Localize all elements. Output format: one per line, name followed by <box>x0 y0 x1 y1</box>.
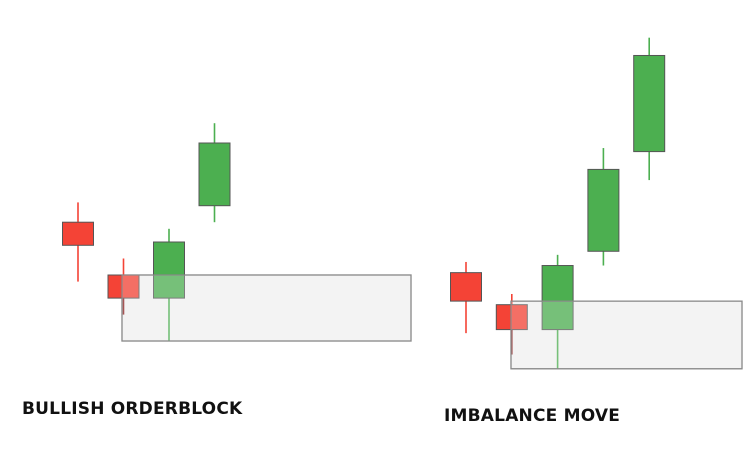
imbalance-move-zone-outline <box>510 300 743 370</box>
imbalance-move-group <box>450 37 743 370</box>
imbalance-move-candle-5-body <box>633 54 666 153</box>
bullish-orderblock-group <box>62 123 412 342</box>
bullish-orderblock-candle-4-body <box>198 142 231 207</box>
bullish-orderblock-candle-1-body <box>62 221 94 246</box>
bullish-orderblock-candle-3-body <box>153 241 185 299</box>
caption-imbalance-move: IMBALANCE MOVE <box>444 406 621 426</box>
imbalance-move-candle-1-body <box>450 272 482 302</box>
imbalance-move-candle-3-body <box>541 265 574 331</box>
imbalance-move-candle-4-body <box>587 168 620 252</box>
caption-bullish-orderblock: BULLISH ORDERBLOCK <box>22 399 243 419</box>
bullish-orderblock-zone-outline <box>121 274 412 342</box>
imbalance-move-candle-2-body <box>495 304 528 331</box>
